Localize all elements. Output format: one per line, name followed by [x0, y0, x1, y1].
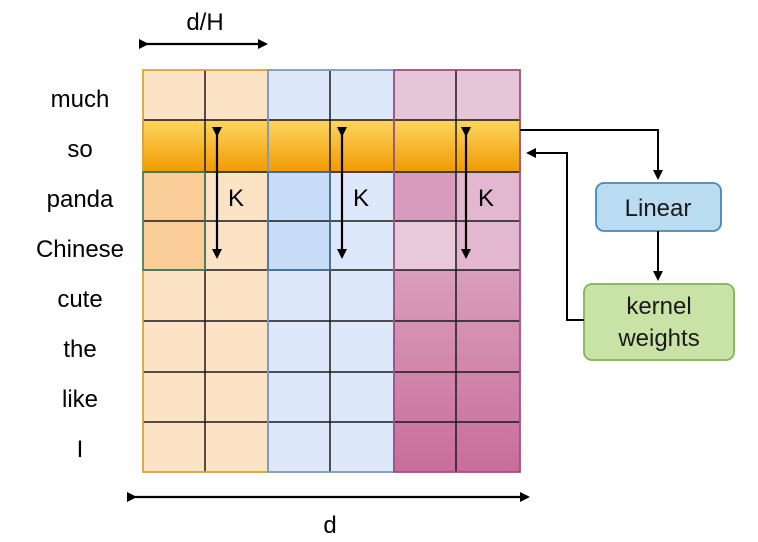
pink-group-border — [393, 69, 521, 473]
kernel-label-1: K — [228, 185, 244, 212]
pink-window-cell-b — [394, 221, 456, 270]
row-label-i: I — [77, 436, 84, 463]
so-to-linear-arrow — [520, 129, 663, 180]
row-label-panda: panda — [47, 186, 114, 213]
connector-arrows — [520, 129, 663, 321]
row-label-chinese: Chinese — [36, 236, 124, 263]
row-label-cute: cute — [57, 286, 102, 313]
head-width-label: d/H — [186, 9, 223, 36]
group-borders — [142, 69, 521, 473]
weights-to-so-arrow — [526, 148, 584, 321]
kernel-weights-box — [583, 283, 735, 361]
row-label-like: like — [62, 386, 98, 413]
total-width-label: d — [323, 512, 336, 539]
matrix-cells — [142, 70, 521, 472]
kernel-label-3: K — [478, 185, 494, 212]
kernel-arrows — [212, 127, 471, 259]
row-label-so: so — [67, 136, 92, 163]
row-labels: much so panda Chinese cute the like I — [36, 86, 124, 463]
row-label-the: the — [63, 336, 96, 363]
row-label-much: much — [51, 86, 110, 113]
highlight-row-so — [142, 119, 521, 173]
kernel-weights-label-line2: weights — [617, 325, 699, 352]
linear-label: Linear — [625, 195, 692, 222]
kernel-window-borders — [142, 171, 331, 271]
kernel-label-2: K — [353, 185, 369, 212]
kernel-weights-label-line1: kernel — [626, 293, 691, 320]
pink-window-cell-a — [394, 172, 456, 221]
grid-lines — [143, 70, 520, 472]
pink-top-cells — [394, 70, 520, 120]
